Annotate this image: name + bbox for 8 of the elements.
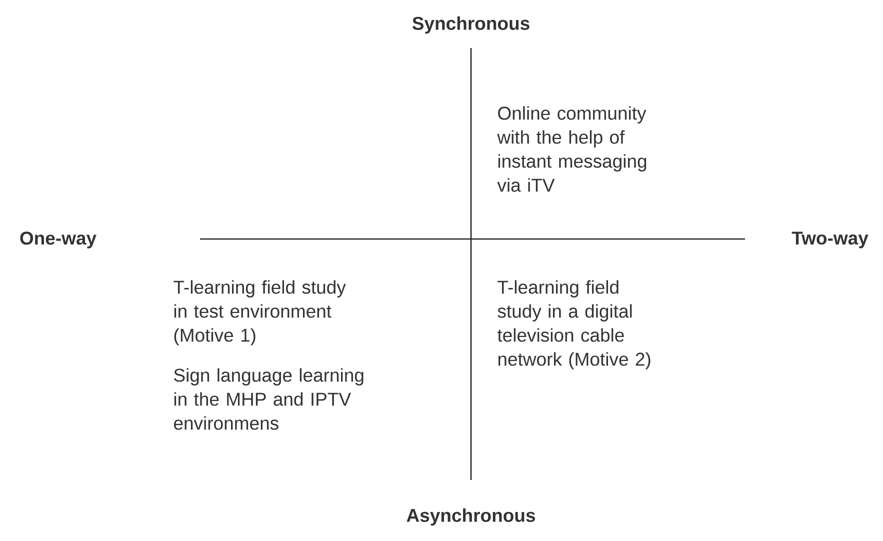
quadrant-text: Online community with the help of instant messaging via iTV (497, 106, 646, 192)
axis-label: One-way (20, 232, 96, 248)
axis-label: Two-way (792, 232, 868, 248)
quadrant-text: T-learning field study in test environment (Motive 1) (174, 280, 346, 346)
quadrant-text: Sign language learning in the MHP and IPTV environmens (174, 368, 364, 430)
axis-label: Asynchronous (406, 508, 536, 526)
axis-label: Synchronous (412, 16, 530, 34)
quadrant-text: T-learning field study in a digital television cable network (Motive 2) (498, 280, 650, 370)
